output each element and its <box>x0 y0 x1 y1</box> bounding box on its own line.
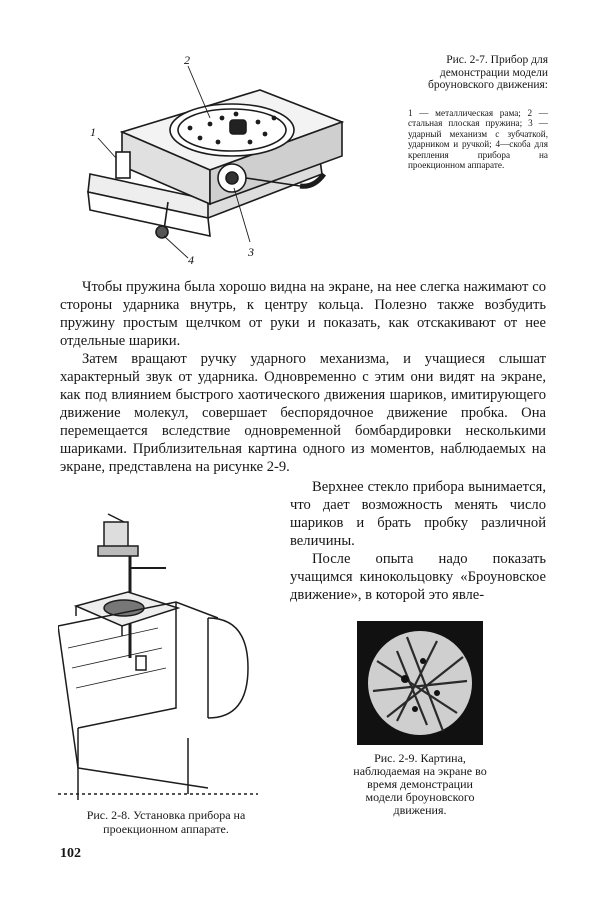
callout-4: 4 <box>188 253 194 264</box>
figure-2-8-projector-illustration <box>58 513 258 800</box>
callout-2: 2 <box>184 53 190 67</box>
figure-2-7-apparatus-illustration: 1 2 3 4 <box>87 53 345 264</box>
figure-2-9-screen-image <box>357 621 483 745</box>
callout-1: 1 <box>90 125 96 139</box>
figure-2-9-caption: Рис. 2-9. Картина, наблюдаемая на экране… <box>353 751 487 817</box>
figure-2-8-caption: Рис. 2-8. Установка прибора на проекцион… <box>86 808 246 836</box>
figure-2-7-caption-title: Рис. 2-7. Прибор для демонстрации модели… <box>428 54 548 91</box>
paragraph-4: После опыта надо показать учащимся кинок… <box>290 551 546 603</box>
figure-2-7-legend: 1 — металлическая рама; 2 — стальная пло… <box>408 108 548 171</box>
page-number: 102 <box>60 846 81 861</box>
right-column-text: Верхнее стекло прибора вынимается, что д… <box>290 478 546 604</box>
body-text: Чтобы пружина была хорошо видна на экран… <box>60 278 546 476</box>
paragraph-3: Верхнее стекло прибора вынимается, что д… <box>290 479 546 549</box>
callout-3: 3 <box>247 245 254 259</box>
figure-2-7-caption: Рис. 2-7. Прибор для демонстрации модели… <box>408 54 548 92</box>
paragraph-1: Чтобы пружина была хорошо видна на экран… <box>60 279 546 349</box>
paragraph-2: Затем вращают ручку ударного механизма, … <box>60 351 546 475</box>
